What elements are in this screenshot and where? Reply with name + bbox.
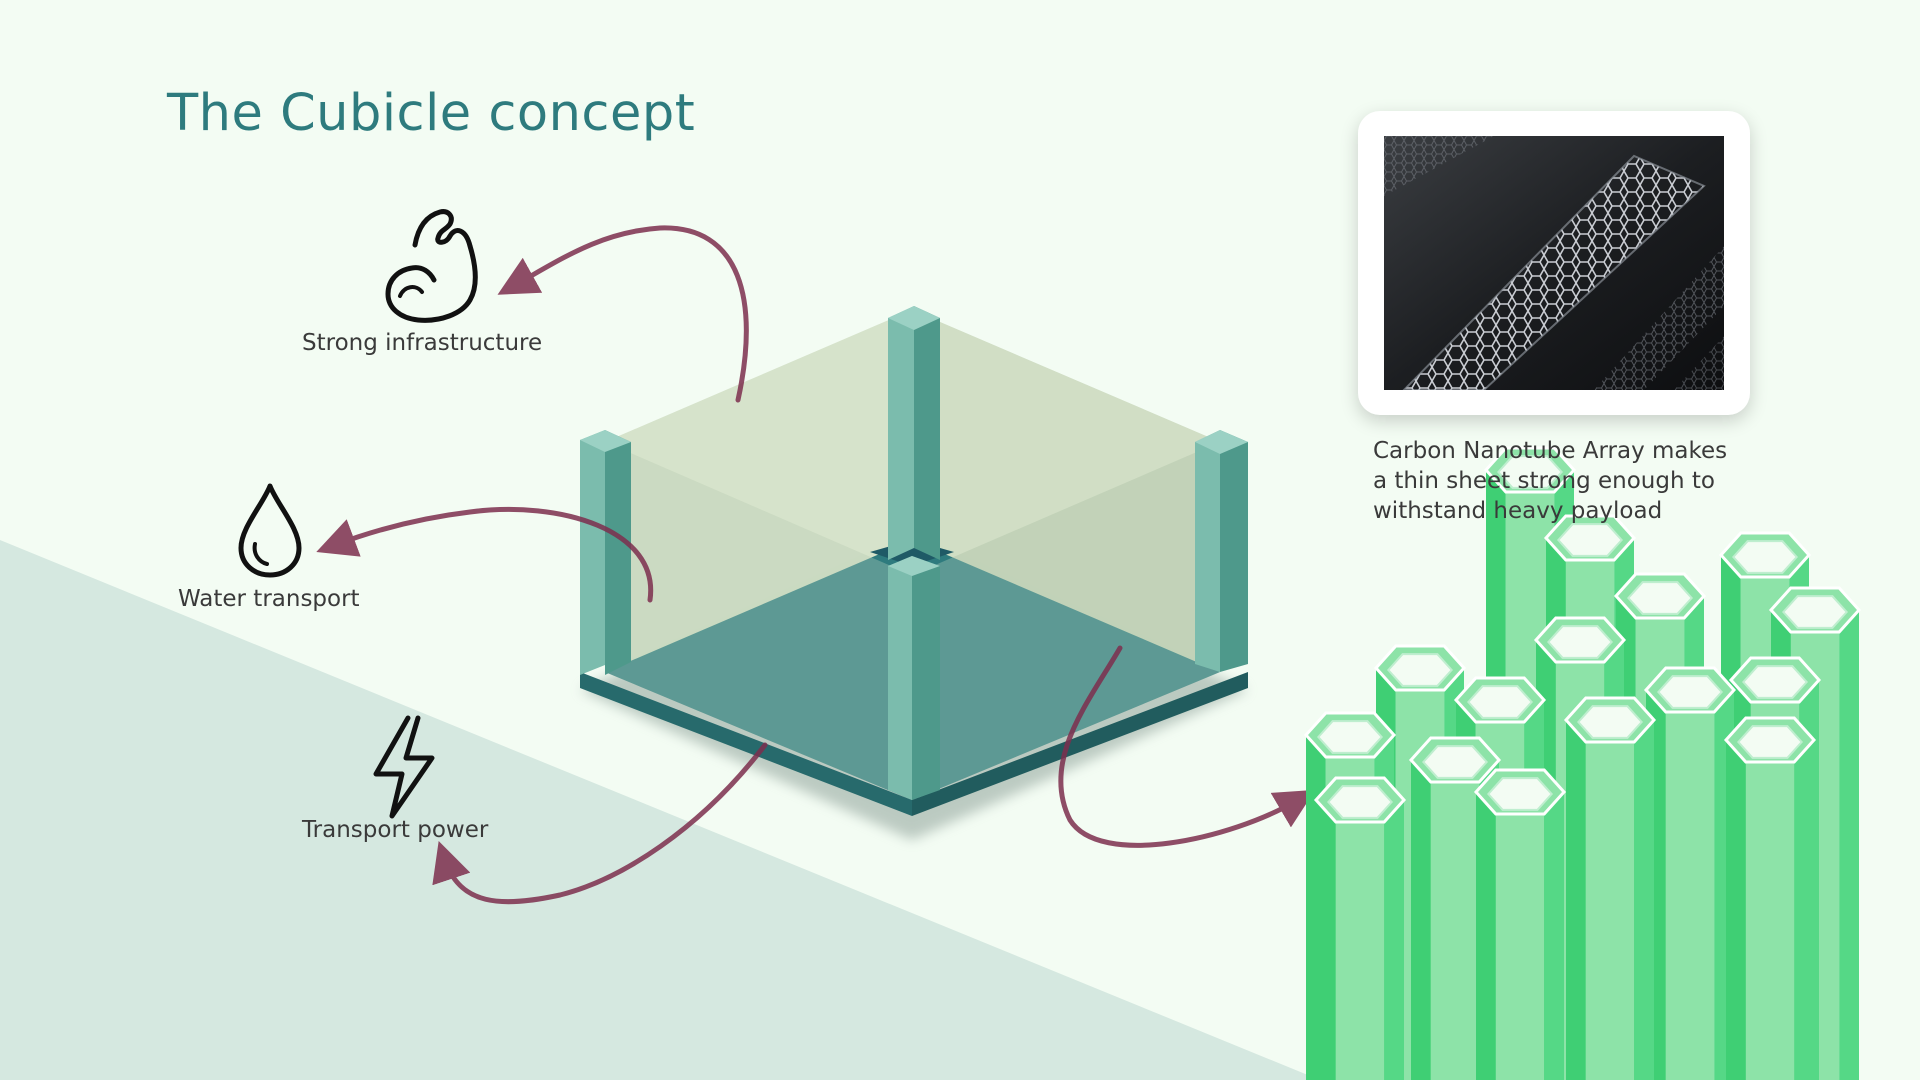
pillar-left: [580, 430, 631, 675]
arrow-to-water-transport: [316, 507, 654, 603]
honeycomb-tube: [1576, 705, 1644, 739]
feature-label-strong-infrastructure: Strong infrastructure: [302, 330, 543, 356]
feature-label-water-transport: Water transport: [178, 586, 360, 612]
lightning-bolt-icon: [362, 712, 442, 826]
water-drop-icon: [233, 480, 307, 584]
caption-line: withstand heavy payload: [1373, 498, 1663, 524]
pillar-right: [1195, 430, 1248, 672]
honeycomb-tube: [1430, 782, 1480, 1080]
honeycomb-tube: [1794, 740, 1814, 1080]
arrow-to-strong-infrastructure: [497, 225, 749, 403]
flexed-arm-icon: [370, 200, 500, 334]
honeycomb-tube: [1486, 777, 1554, 811]
honeycomb-tube: [1634, 720, 1654, 1080]
honeycomb-tube: [1556, 523, 1624, 557]
cube-floor-edge-right: [912, 672, 1248, 816]
honeycomb-tube: [1741, 665, 1809, 699]
feature-label-transport-power: Transport power: [302, 817, 489, 843]
honeycomb-tube: [1386, 653, 1454, 687]
honeycomb-tube: [1656, 675, 1724, 709]
pillar-back: [888, 306, 940, 560]
carbon-nanotube-photo: [1384, 136, 1724, 390]
honeycomb-tube: [1546, 625, 1614, 659]
honeycomb-tube: [1626, 581, 1694, 615]
honeycomb-tube: [1384, 800, 1404, 1080]
background-band: [0, 540, 1320, 1080]
cube-front-right-wall: [912, 442, 1220, 800]
honeycomb-tube: [1839, 610, 1859, 1080]
nanotube-photo-card: [1358, 111, 1750, 415]
honeycomb-tube: [1781, 595, 1849, 629]
honeycomb-tube: [1585, 742, 1635, 1080]
honeycomb-tube: [1495, 814, 1545, 1080]
honeycomb-tube: [1665, 712, 1715, 1080]
honeycomb-tube: [1476, 792, 1496, 1080]
page-title: The Cubicle concept: [167, 84, 696, 143]
arrow-to-transport-power: [432, 742, 768, 905]
caption-line: Carbon Nanotube Array makes: [1373, 438, 1728, 464]
honeycomb-tube: [1466, 685, 1534, 719]
caption-line: a thin sheet strong enough to: [1373, 468, 1715, 494]
honeycomb-tube: [1544, 792, 1564, 1080]
honeycomb-tube: [1411, 760, 1431, 1080]
honeycomb-tube: [1731, 540, 1799, 574]
honeycomb-tube: [1726, 740, 1746, 1080]
honeycomb-tube: [1421, 745, 1489, 779]
honeycomb-tube: [1335, 822, 1385, 1080]
cube-floor-edge-left: [580, 672, 912, 816]
nanotube-caption: Carbon Nanotube Array makes a thin sheet…: [1373, 436, 1773, 526]
honeycomb-tube: [1736, 725, 1804, 759]
nanotube-honeycomb: [1303, 446, 1862, 1080]
honeycomb-tube: [1326, 785, 1394, 819]
arrow-to-nanotube-array: [1058, 645, 1316, 848]
honeycomb-tube: [1566, 720, 1586, 1080]
honeycomb-tube: [1316, 720, 1384, 754]
honeycomb-tube: [1316, 800, 1336, 1080]
honeycomb-tube: [1745, 762, 1795, 1080]
honeycomb-tube: [1496, 455, 1564, 489]
cube-front-left-wall: [605, 442, 912, 800]
pillar-front: [888, 556, 940, 800]
